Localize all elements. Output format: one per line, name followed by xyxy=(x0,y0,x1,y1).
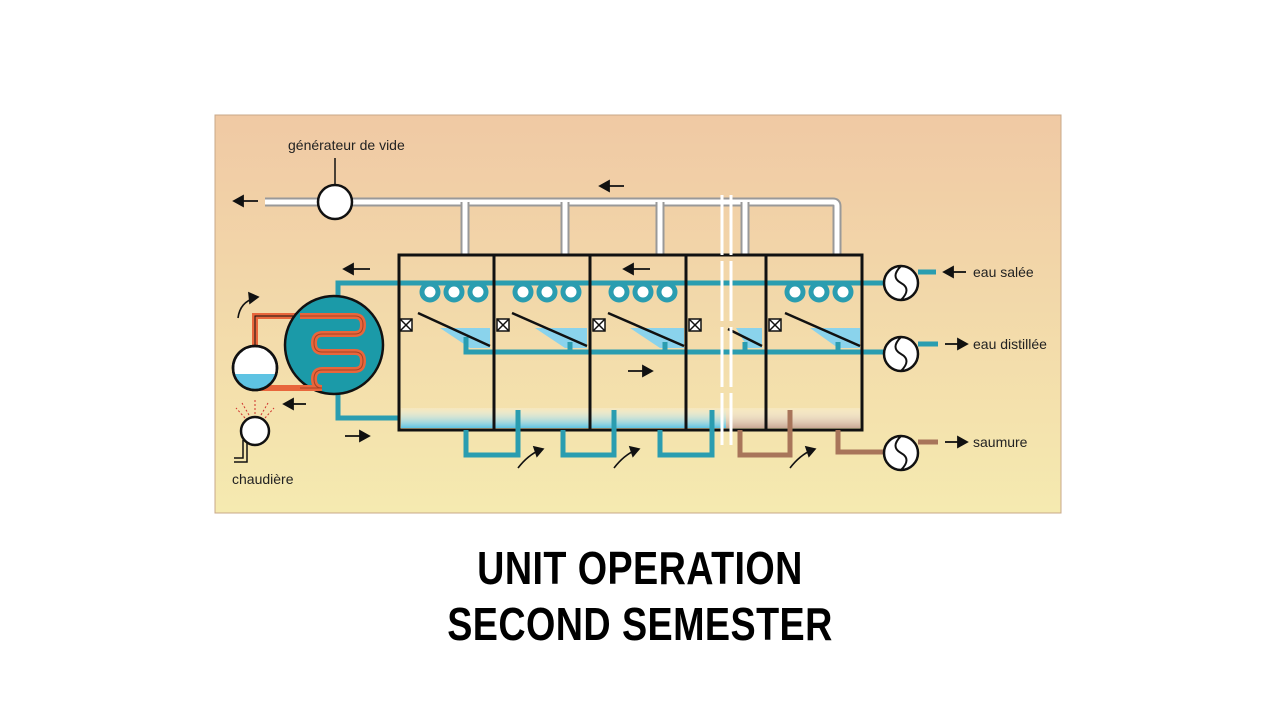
caption-line-2: SECOND SEMESTER xyxy=(447,598,833,650)
salt-water-label: eau salée xyxy=(973,264,1034,280)
caption-line-1: UNIT OPERATION xyxy=(477,542,803,594)
boiler-label: chaudière xyxy=(232,471,294,487)
break-marks xyxy=(720,195,733,445)
vacuum-generator-icon xyxy=(316,183,354,221)
boiler-drum-icon xyxy=(231,344,279,392)
condenser-coils xyxy=(419,281,854,303)
flash-vessel xyxy=(397,253,864,432)
distillate-pipe xyxy=(463,337,938,355)
distilled-water-label: eau distillée xyxy=(973,336,1047,352)
stage-liquids xyxy=(401,328,860,428)
collector-trays xyxy=(417,311,861,348)
vacuum-generator-label: générateur de vide xyxy=(288,137,405,153)
vacuum-line xyxy=(265,197,842,255)
hot-coil-outline xyxy=(254,315,300,352)
demister-icons xyxy=(399,318,782,332)
pump-icons xyxy=(882,264,920,472)
flow-arrows xyxy=(232,179,969,449)
transfer-u-tubes xyxy=(463,410,938,458)
burner-icon xyxy=(234,400,275,463)
slide-caption: UNIT OPERATION SECOND SEMESTER xyxy=(115,540,1165,652)
brine-heater-icon xyxy=(283,294,385,396)
curved-arrows xyxy=(237,291,817,469)
brine-label: saumure xyxy=(973,434,1028,450)
